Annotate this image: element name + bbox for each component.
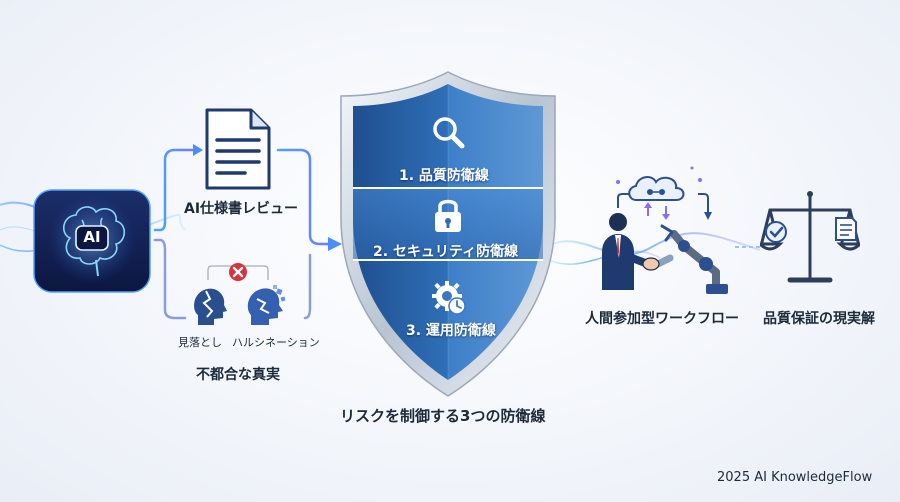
human-robot-handshake-icon — [588, 160, 738, 300]
shield-caption: リスクを制御する3つの防衛線 — [340, 407, 546, 425]
layer-3-label: 3. 運用防衛線 — [406, 323, 496, 339]
miss-label: 見落とし — [178, 336, 222, 349]
broken-head-icon — [190, 285, 228, 327]
branch-connectors — [153, 148, 330, 320]
inconvenient-truth-label: 不都合な真実 — [196, 367, 280, 383]
assurance-label: 品質保証の現実解 — [763, 311, 875, 327]
hallucination-label: ハルシネーション — [232, 336, 320, 349]
workflow-label: 人間参加型ワークフロー — [585, 311, 739, 327]
scale-checklist-icon — [756, 190, 864, 290]
gear-clock-icon — [431, 280, 467, 316]
defense-shield: 1. 品質防衛線 2. セキュリティ防衛線 — [333, 68, 563, 400]
magnifier-icon — [430, 114, 466, 150]
cloud-icon — [628, 176, 685, 201]
arrowheads — [193, 144, 342, 251]
review-label: AI仕様書レビュー — [184, 201, 299, 217]
footer-credit: 2025 AI KnowledgeFlow — [717, 470, 873, 485]
error-x-icon — [228, 262, 248, 282]
document-icon — [203, 108, 273, 190]
padlock-icon — [432, 196, 464, 234]
layer-1-label: 1. 品質防衛線 — [399, 168, 489, 184]
layer-2-label: 2. セキュリティ防衛線 — [373, 244, 519, 260]
ai-badge-text: AI — [83, 228, 101, 246]
ai-brain-badge: AI — [32, 188, 152, 294]
shattered-head-icon — [245, 285, 287, 327]
